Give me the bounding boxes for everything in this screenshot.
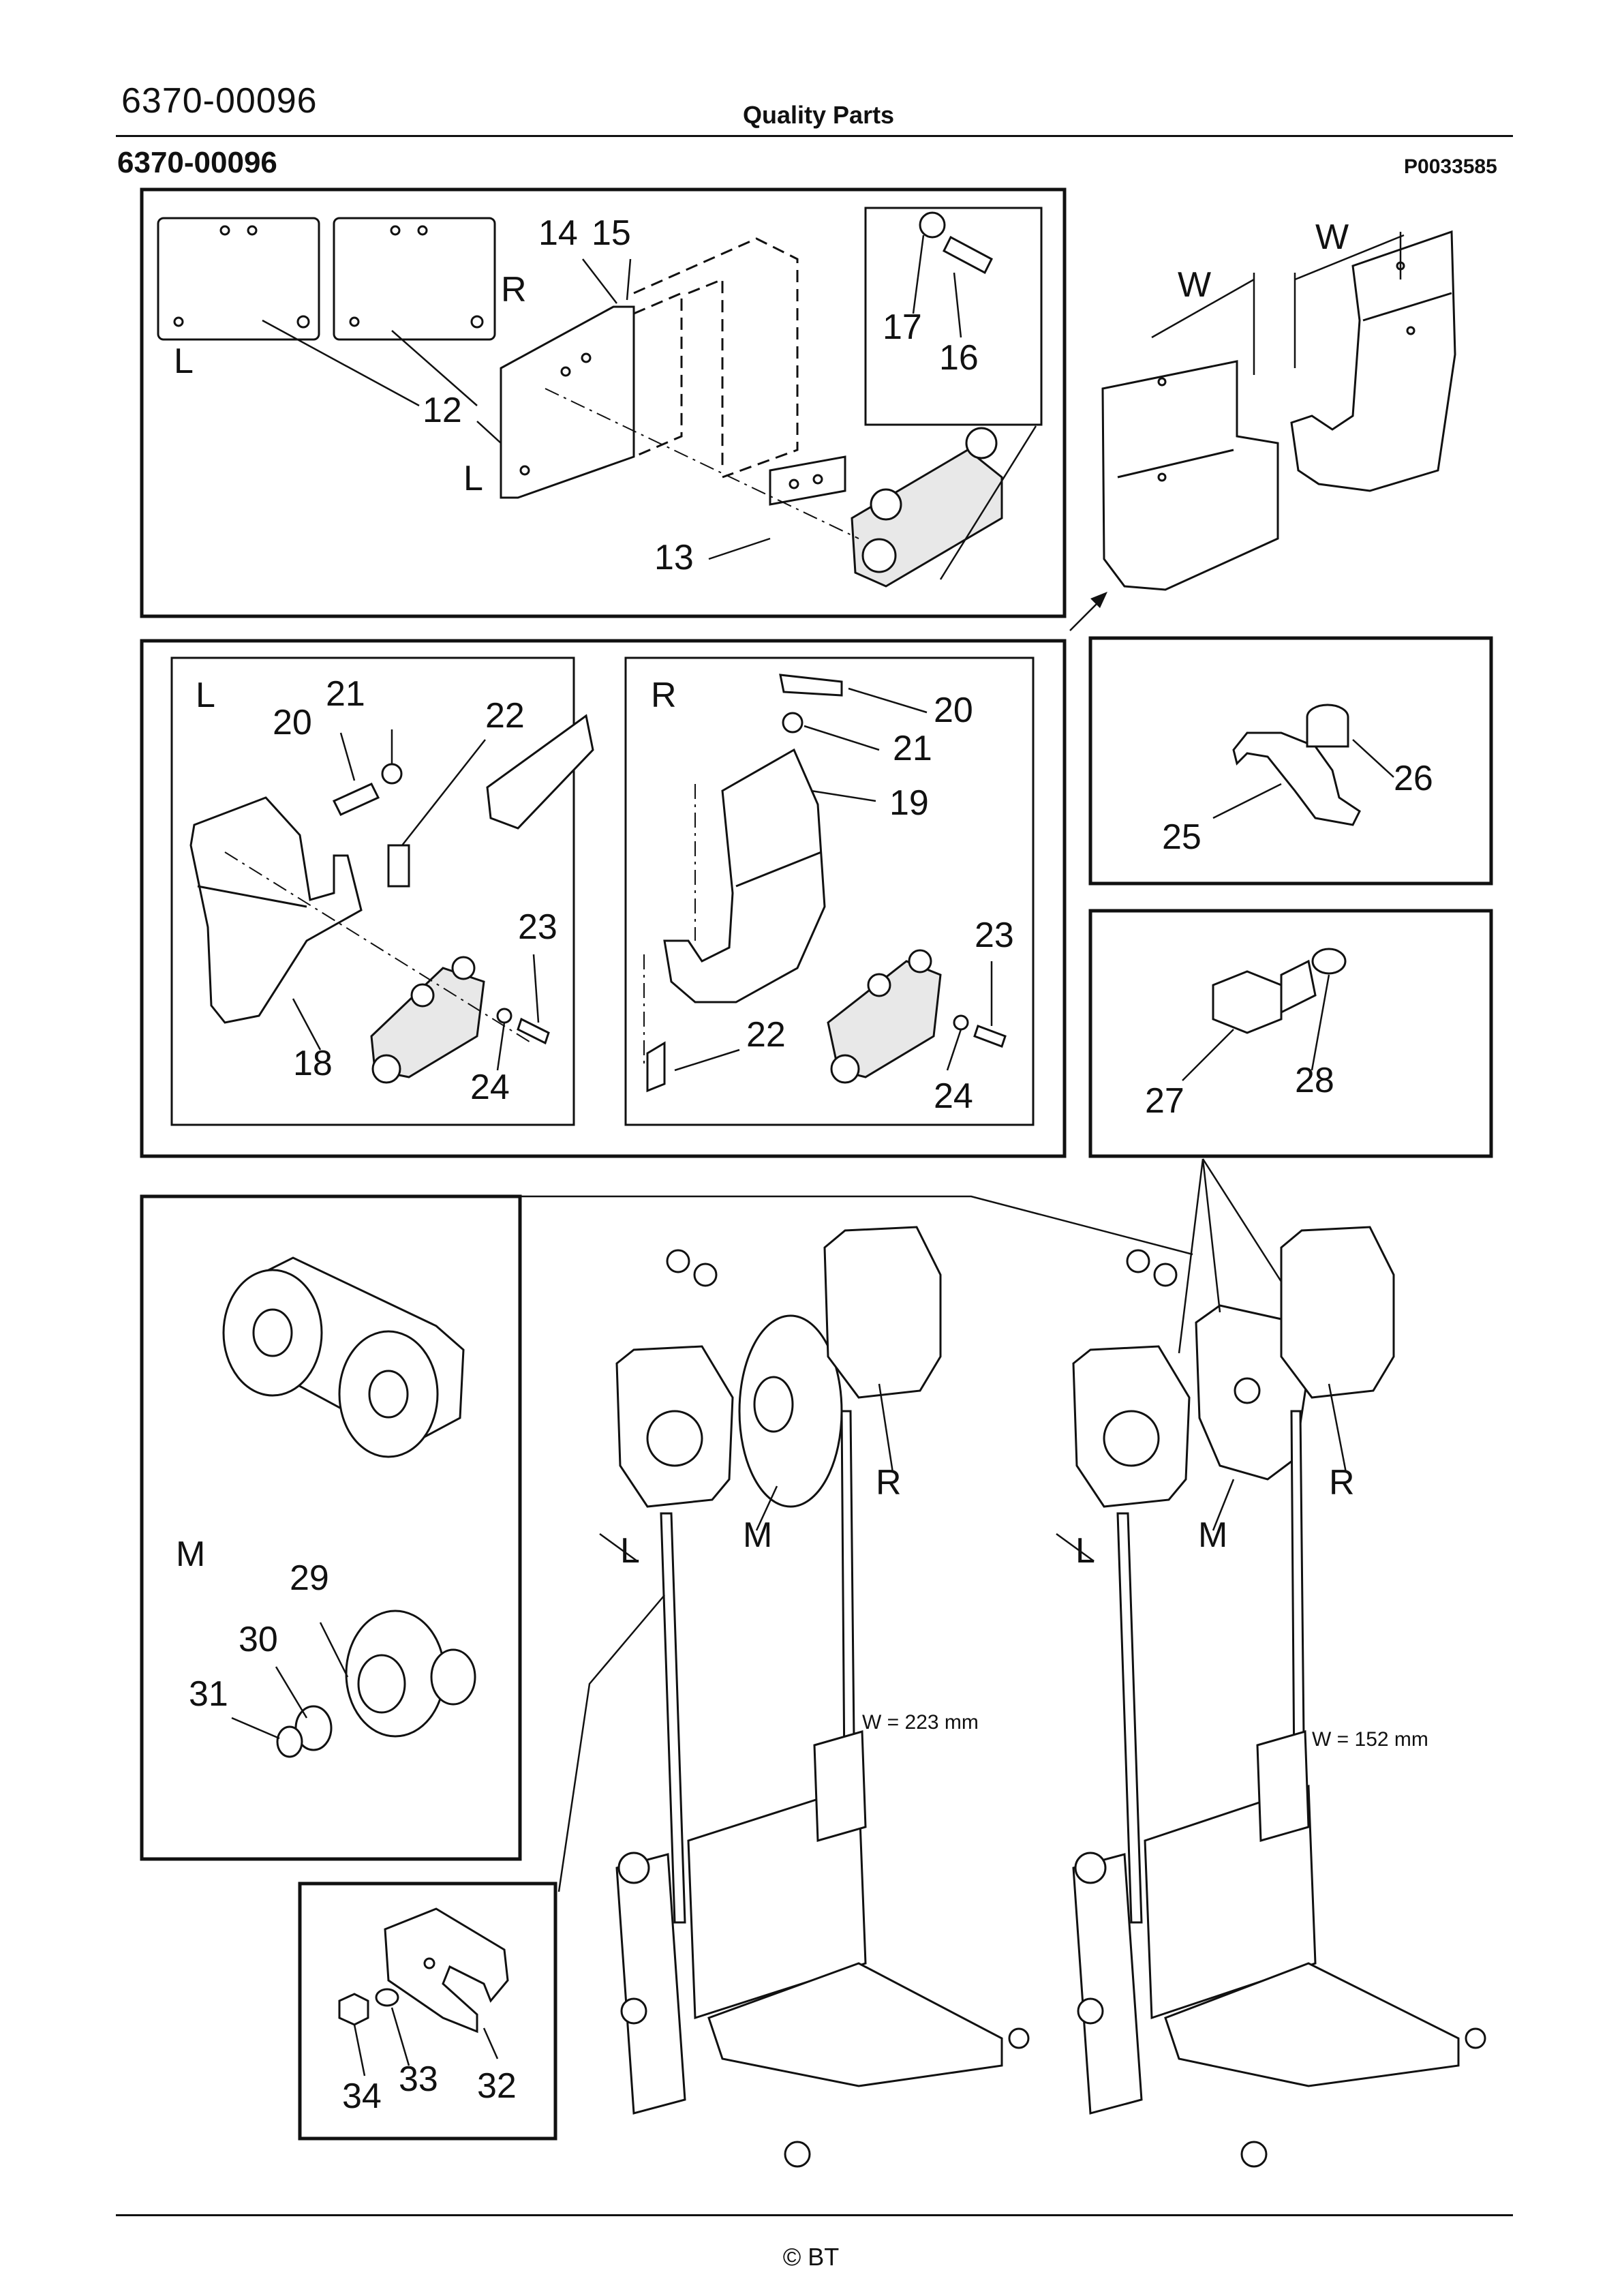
width-note-223: W = 223 mm xyxy=(862,1711,979,1734)
callout-30: 30 xyxy=(239,1620,278,1659)
callout-24-left: 24 xyxy=(470,1068,510,1107)
footer-rule xyxy=(116,2214,1513,2216)
callout-15: 15 xyxy=(592,213,631,253)
callout-M-detail: M xyxy=(176,1535,206,1574)
top-panel xyxy=(140,187,1067,618)
callout-16: 16 xyxy=(939,338,979,378)
callout-23-left: 23 xyxy=(518,907,557,947)
footer-copyright: © BT xyxy=(782,2243,840,2271)
callout-L-detail: L xyxy=(196,676,215,715)
mast-assembly-152 xyxy=(1056,1158,1486,2168)
callout-20-left: 20 xyxy=(273,703,312,742)
callout-26: 26 xyxy=(1394,759,1433,798)
callout-W-right: W xyxy=(1315,217,1349,257)
callout-21-left: 21 xyxy=(326,674,365,714)
callout-34: 34 xyxy=(342,2076,382,2116)
clamp-panel xyxy=(1088,636,1493,1158)
bracket-panel xyxy=(298,1882,557,2141)
callout-13: 13 xyxy=(654,538,694,577)
callout-R-mast-b: R xyxy=(1329,1463,1355,1502)
callout-R-mast-a: R xyxy=(876,1463,902,1502)
callout-M-mast-a: M xyxy=(743,1515,773,1555)
callout-20-right: 20 xyxy=(934,691,973,730)
callout-L-mast-b: L xyxy=(1075,1531,1095,1571)
mid-panel xyxy=(140,639,1067,1158)
callout-24-right: 24 xyxy=(934,1076,973,1116)
callout-R-plate: R xyxy=(501,270,527,309)
callout-14: 14 xyxy=(538,213,578,253)
document-code: 6370-00096 xyxy=(121,81,318,121)
callout-M-mast-b: M xyxy=(1198,1515,1228,1555)
section-code: 6370-00096 xyxy=(117,146,277,179)
callout-22-right: 22 xyxy=(746,1015,786,1055)
width-note-152: W = 152 mm xyxy=(1312,1728,1428,1751)
document-subtitle: Quality Parts xyxy=(743,101,895,129)
callout-19: 19 xyxy=(889,783,929,823)
callout-31: 31 xyxy=(189,1674,228,1714)
callout-25: 25 xyxy=(1162,817,1202,857)
drawing-reference: P0033585 xyxy=(1404,155,1497,178)
callout-17: 17 xyxy=(883,307,922,347)
callout-22-left: 22 xyxy=(485,696,525,736)
header-rule xyxy=(116,135,1513,137)
callout-12: 12 xyxy=(423,391,462,430)
callout-29: 29 xyxy=(290,1558,329,1598)
callout-18: 18 xyxy=(293,1044,333,1083)
callout-21-right: 21 xyxy=(893,729,932,768)
mast-assembly-223 xyxy=(520,1195,1193,2168)
callout-33: 33 xyxy=(399,2059,438,2099)
callout-23-right: 23 xyxy=(975,916,1014,955)
callout-L-mount: L xyxy=(463,459,483,498)
callout-27: 27 xyxy=(1145,1081,1184,1121)
callout-R-detail: R xyxy=(651,676,677,715)
callout-28: 28 xyxy=(1295,1061,1334,1100)
callout-32: 32 xyxy=(477,2066,517,2106)
guard-detail xyxy=(1069,230,1456,631)
callout-L-mast-a: L xyxy=(620,1531,640,1571)
callout-W-left: W xyxy=(1178,265,1212,305)
callout-L-plate: L xyxy=(174,342,194,381)
pulley-panel xyxy=(140,1194,522,1861)
